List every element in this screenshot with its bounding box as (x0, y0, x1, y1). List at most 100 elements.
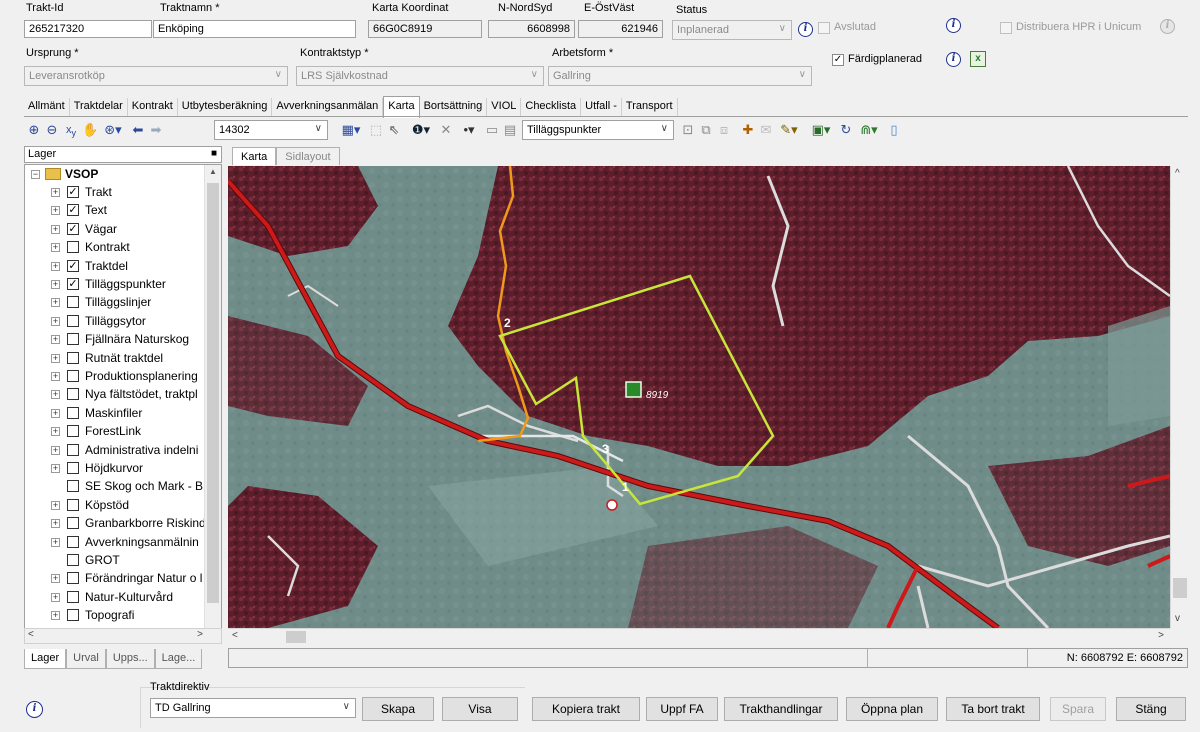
tab-checklista[interactable]: Checklista (521, 98, 582, 116)
map-hscrollbar[interactable]: < > (228, 628, 1170, 645)
scroll-left-icon[interactable]: < (28, 629, 34, 640)
expand-icon[interactable]: + (51, 389, 60, 400)
expand-icon[interactable]: + (51, 371, 60, 381)
layer-checkbox[interactable] (67, 517, 79, 530)
paste-icon[interactable]: ⧈ (719, 122, 729, 137)
footer-info-icon[interactable]: i (26, 701, 43, 718)
tab-kontrakt[interactable]: Kontrakt (128, 98, 178, 116)
layer-checkbox[interactable] (67, 572, 79, 585)
layer-checkbox[interactable] (67, 333, 79, 346)
expand-icon[interactable]: + (51, 573, 60, 584)
back-icon[interactable]: ⬅ (132, 122, 144, 137)
tab-utfall[interactable]: Utfall - (581, 98, 622, 116)
scroll-up-icon[interactable]: ^ (1175, 168, 1180, 179)
ta-bort-trakt-button[interactable]: Ta bort trakt (946, 697, 1040, 721)
expand-icon[interactable]: + (51, 352, 60, 363)
spara-button[interactable]: Spara (1050, 697, 1106, 721)
layer-checkbox[interactable] (67, 370, 79, 382)
stang-button[interactable]: Stäng (1116, 697, 1186, 721)
route-icon[interactable]: ⋒▾ (860, 122, 878, 137)
zoom-extent-icon[interactable]: ⊛▾ (104, 122, 122, 137)
map-canvas[interactable]: 2 3 1 8919 (228, 166, 1170, 628)
expand-icon[interactable]: + (51, 444, 60, 455)
zoom-in-icon[interactable]: ⊕ (28, 122, 40, 137)
expand-icon[interactable]: + (51, 260, 60, 271)
expand-icon[interactable]: + (51, 591, 60, 602)
expand-icon[interactable]: + (51, 610, 60, 621)
avslutad-checkbox[interactable] (818, 22, 830, 34)
layer-checkbox[interactable] (67, 498, 79, 511)
map-hscroll-thumb[interactable] (286, 631, 306, 643)
tab-karta[interactable]: Karta (383, 96, 420, 118)
kontraktstyp-select[interactable]: LRS Självkostnad∨ (296, 66, 544, 86)
expand-icon[interactable]: + (51, 205, 60, 216)
layer-checkbox[interactable] (67, 314, 79, 327)
expand-icon[interactable]: + (51, 334, 60, 345)
layer-checkbox[interactable]: ✓ (67, 222, 79, 235)
trakt-id-field[interactable]: 265217320 (24, 20, 152, 38)
trakthandlingar-button[interactable]: Trakthandlingar (724, 697, 838, 721)
edit-icon[interactable]: ⊡ (682, 122, 694, 137)
tab-karta-view[interactable]: Karta (232, 147, 277, 165)
layer-checkbox[interactable]: ✓ (67, 186, 79, 198)
layer-checkbox[interactable] (67, 462, 79, 474)
tab-bortsattning[interactable]: Bortsättning (420, 98, 488, 116)
tab-avverkningsanmalan[interactable]: Avverkningsanmälan (272, 98, 384, 116)
tab-upps[interactable]: Upps... (105, 649, 155, 669)
status-info-icon[interactable]: i (798, 22, 813, 37)
scroll-right-icon[interactable]: > (197, 629, 203, 640)
pointer-icon[interactable]: ⇖ (388, 122, 400, 137)
expand-icon[interactable]: + (51, 463, 60, 473)
export-icon[interactable]: ▣▾ (811, 122, 831, 137)
forward-icon[interactable]: ➡ (150, 122, 162, 137)
layer-checkbox[interactable] (67, 609, 79, 622)
layer-checkbox[interactable] (67, 480, 79, 493)
tab-utbytesberakning[interactable]: Utbytesberäkning (178, 98, 273, 116)
layer-checkbox[interactable]: ✓ (67, 278, 79, 290)
distribuera-checkbox[interactable] (1000, 22, 1012, 34)
mail-icon[interactable]: ✉ (760, 122, 772, 137)
layer-checkbox[interactable] (67, 406, 79, 419)
tab-lage[interactable]: Lage... (154, 649, 203, 669)
map-vscroll-thumb[interactable] (1173, 578, 1187, 598)
layer-hscrollbar[interactable]: < > (24, 628, 222, 644)
layer-checkbox[interactable] (67, 296, 79, 309)
layer-checkbox[interactable]: ✓ (67, 204, 79, 217)
draw-icon[interactable]: ✎▾ (780, 122, 798, 137)
layer-checkbox[interactable] (67, 241, 79, 254)
tab-traktdelar[interactable]: Traktdelar (70, 98, 128, 116)
expand-icon[interactable]: + (51, 187, 60, 197)
uppf-fa-button[interactable]: Uppf FA (646, 697, 718, 721)
refresh-icon[interactable]: ↻ (840, 122, 852, 137)
map-vscrollbar[interactable]: ^ v (1170, 166, 1189, 628)
expand-icon[interactable]: + (51, 297, 60, 308)
grid-icon[interactable]: ▤ (503, 122, 517, 137)
tab-allmant[interactable]: Allmänt (24, 98, 70, 116)
layer-checkbox[interactable]: ✓ (67, 259, 79, 272)
scroll-left-icon[interactable]: < (232, 630, 238, 641)
skapa-button[interactable]: Skapa (362, 697, 434, 721)
pan-icon[interactable]: ✋ (82, 122, 99, 137)
layer-checkbox[interactable] (67, 535, 79, 548)
fardigplanerad-info-icon[interactable]: i (946, 52, 961, 67)
ursprung-select[interactable]: Leveransrotköp∨ (24, 66, 288, 86)
layer-checkbox[interactable] (67, 554, 79, 566)
zoom-out-icon[interactable]: ⊖ (46, 122, 58, 137)
expand-icon[interactable]: + (51, 518, 60, 529)
point-icon[interactable]: •▾ (463, 122, 475, 137)
excel-export-icon[interactable]: x (970, 51, 986, 67)
layer-checkbox[interactable] (67, 388, 79, 401)
tab-transport[interactable]: Transport (622, 98, 678, 116)
layer-checkbox[interactable] (67, 425, 79, 438)
traktnamn-field[interactable]: Enköping (153, 20, 356, 38)
layer-checkbox[interactable] (67, 351, 79, 364)
expand-icon[interactable]: + (51, 279, 60, 289)
scroll-thumb[interactable] (207, 183, 219, 603)
expand-icon[interactable]: + (51, 223, 60, 234)
expand-icon[interactable]: + (51, 242, 60, 253)
collapse-icon[interactable]: − (31, 169, 40, 179)
layer-checkbox[interactable] (67, 443, 79, 456)
document-icon[interactable]: ▯ (890, 122, 898, 137)
xy-icon[interactable]: xy (65, 124, 77, 139)
identify-icon[interactable]: ❶▾ (411, 122, 431, 137)
